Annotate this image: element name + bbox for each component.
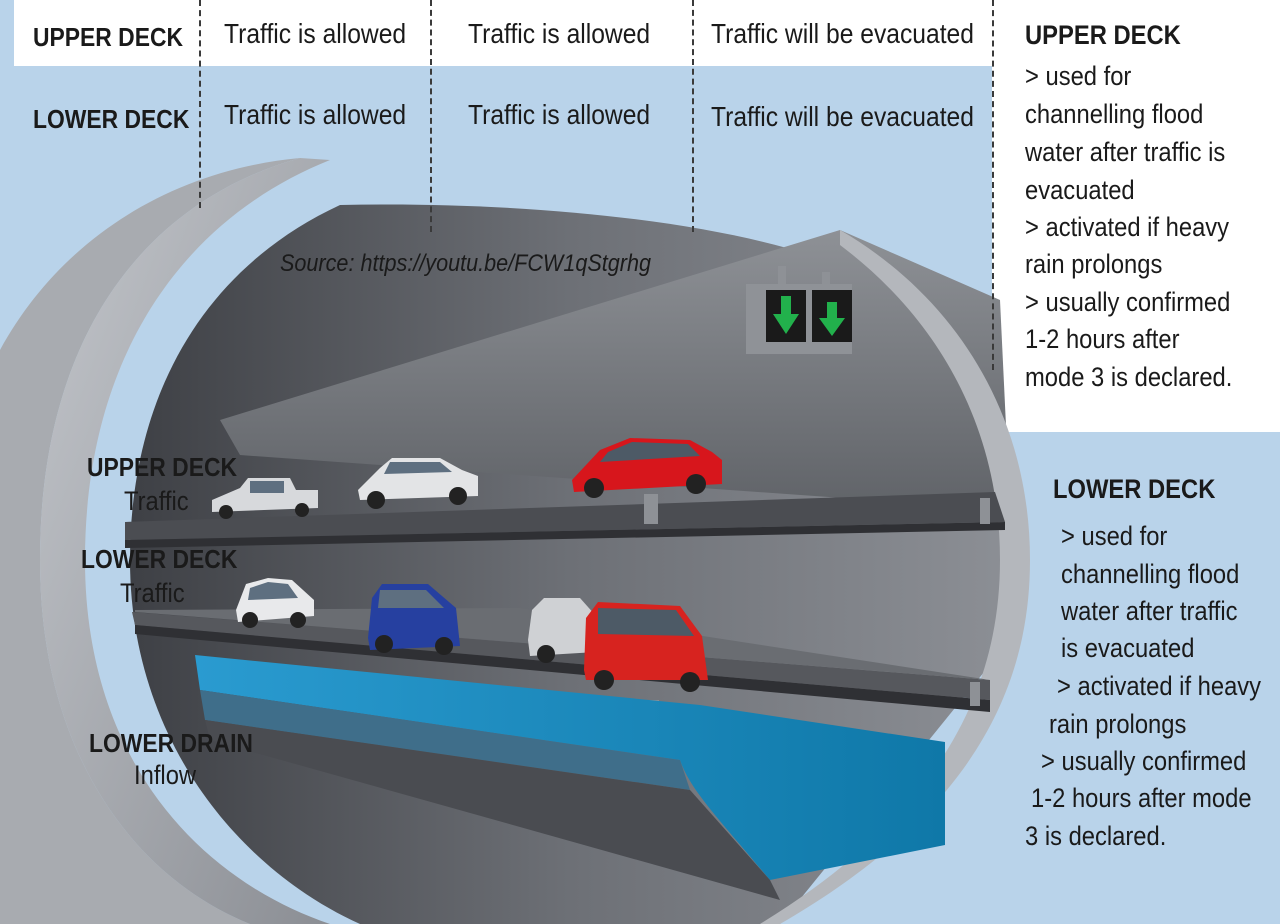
lower-deck-edge	[135, 625, 990, 712]
tunnel-label-upper-deck: UPPER DECK	[87, 452, 238, 482]
tunnel-label-upper-traffic: Traffic	[124, 486, 189, 516]
sign-mount	[778, 266, 786, 286]
upper-deck-pillar	[644, 494, 658, 524]
lower-deck-panel-line: channelling flood	[1061, 559, 1240, 589]
lower-deck-status-3: Traffic will be evacuated	[711, 101, 974, 132]
drain-water	[195, 655, 945, 880]
lower-deck-panel-line: 1-2 hours after mode	[1031, 783, 1252, 813]
drain-wall	[200, 690, 690, 790]
lower-deck-panel-line: rain prolongs	[1049, 709, 1187, 739]
upper-deck-panel-line: rain prolongs	[1025, 249, 1163, 279]
upper-deck-row-band	[14, 0, 992, 66]
tunnel-label-lower-deck: LOWER DECK	[81, 544, 238, 574]
lower-deck-panel-title: LOWER DECK	[1053, 474, 1216, 504]
column-divider	[430, 0, 432, 232]
lower-deck-status-1: Traffic is allowed	[224, 99, 407, 130]
upper-deck-panel-line: 1-2 hours after	[1025, 324, 1180, 354]
lower-deck-panel-line: > usually confirmed	[1041, 746, 1247, 776]
tunnel-rim	[40, 158, 330, 924]
upper-deck-panel-line: mode 3 is declared.	[1025, 362, 1233, 392]
column-divider	[199, 0, 201, 208]
upper-deck-pickup-truck	[212, 478, 318, 519]
tunnel-label-lower-traffic: Traffic	[120, 578, 185, 608]
lower-deck-panel-line: is evacuated	[1061, 633, 1195, 663]
upper-deck-status-3: Traffic will be evacuated	[711, 18, 974, 49]
tunnel-label-drain-inflow: Inflow	[134, 760, 197, 790]
row-label-upper-deck: UPPER DECK	[33, 22, 184, 52]
upper-deck-silver-sedan	[358, 458, 478, 509]
lower-deck-pillar	[970, 682, 980, 706]
drain-floor	[205, 720, 780, 900]
upper-deck-panel-line: channelling flood	[1025, 99, 1204, 129]
upper-deck-panel-line: evacuated	[1025, 175, 1135, 205]
column-divider	[692, 0, 694, 232]
lower-deck-status-2: Traffic is allowed	[468, 99, 651, 130]
upper-deck-panel-title: UPPER DECK	[1025, 20, 1181, 50]
upper-deck-edge	[125, 522, 1005, 548]
upper-deck-status-1: Traffic is allowed	[224, 18, 407, 49]
source-credit: Source: https://youtu.be/FCW1qStgrhg	[280, 250, 651, 277]
upper-deck-panel-line: > used for	[1025, 61, 1132, 91]
tunnel-outer-ring	[0, 158, 300, 924]
lower-deck-white-hatchback	[236, 578, 314, 628]
lower-deck-red-van	[584, 602, 708, 692]
sign-mount	[822, 272, 830, 288]
upper-deck-panel-line: > usually confirmed	[1025, 287, 1231, 317]
upper-deck-pillar	[980, 498, 990, 524]
upper-deck-panel-line: water after traffic is	[1025, 137, 1226, 167]
lower-deck-panel-line: 3 is declared.	[1025, 821, 1167, 851]
tunnel-right-rim	[760, 230, 1030, 924]
upper-deck-red-sedan	[572, 438, 722, 498]
lane-arrow-down-icon	[773, 296, 799, 334]
lower-deck-panel-line: water after traffic	[1061, 596, 1238, 626]
lane-arrow-down-icon	[819, 302, 845, 336]
upper-deck-panel-background	[992, 0, 1280, 432]
lower-deck-blue-suv	[368, 584, 460, 655]
upper-deck-surface	[125, 492, 1005, 540]
upper-deck-panel-line: > activated if heavy	[1025, 212, 1230, 242]
column-divider	[992, 0, 994, 370]
lower-deck-panel-line: > used for	[1061, 521, 1168, 551]
lower-deck-top	[132, 612, 990, 700]
lower-deck-grey-car	[528, 598, 596, 663]
row-label-lower-deck: LOWER DECK	[33, 104, 190, 134]
lower-deck-panel-line: > activated if heavy	[1057, 671, 1262, 701]
tunnel-label-lower-drain: LOWER DRAIN	[89, 728, 253, 758]
upper-deck-status-2: Traffic is allowed	[468, 18, 651, 49]
